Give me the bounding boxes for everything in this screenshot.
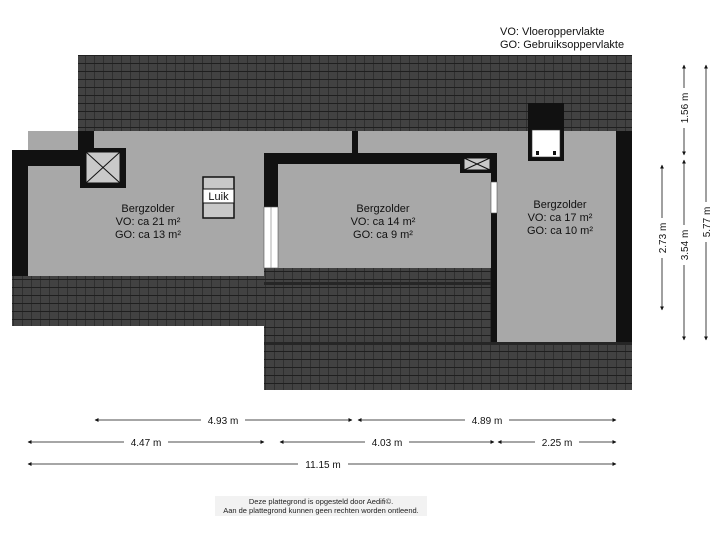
roof-eave-line — [264, 342, 632, 345]
roof-left-bottom — [12, 276, 264, 326]
room-right-name: Bergzolder — [533, 199, 587, 211]
footer-line-2: Aan de plattegrond kunnen geen rechten w… — [223, 506, 419, 515]
shafts — [80, 148, 496, 188]
doors — [263, 181, 498, 269]
room-middle: Bergzolder VO: ca 14 m² GO: ca 9 m² — [351, 203, 416, 241]
dim-label-11-15: 11.15 m — [305, 460, 340, 471]
dim-label-1-56: 1.56 m — [680, 93, 691, 124]
floor-middle — [278, 164, 492, 268]
dim-label-2-73: 2.73 m — [658, 223, 669, 254]
room-right-go: GO: ca 10 m² — [527, 225, 593, 237]
roof-middle-bottom — [264, 268, 496, 390]
wall-corridor-divider — [352, 131, 358, 153]
legend-go: GO: Gebruiksoppervlakte — [500, 39, 625, 51]
room-middle-name: Bergzolder — [356, 203, 410, 215]
legend: VO: Vloeroppervlakte GO: Gebruiksoppervl… — [500, 26, 624, 52]
wall-middle-right — [491, 153, 497, 342]
hatch-label: Luik — [208, 191, 229, 203]
roof-right-bottom — [496, 342, 632, 390]
room-right: Bergzolder VO: ca 17 m² GO: ca 10 m² — [527, 199, 593, 237]
skylight — [528, 103, 564, 161]
room-middle-go: GO: ca 9 m² — [353, 229, 413, 241]
dim-label-3-54: 3.54 m — [680, 230, 691, 261]
room-labels: Bergzolder VO: ca 21 m² GO: ca 13 m² Ber… — [115, 199, 593, 241]
dim-label-4-47: 4.47 m — [131, 438, 162, 449]
vertical-dimension-labels: 1.56 m 2.73 m 3.54 m 5.77 m — [656, 88, 713, 265]
wall-left — [12, 150, 28, 276]
footer-line-1: Deze plattegrond is opgesteld door Aedif… — [248, 497, 394, 506]
room-left-name: Bergzolder — [121, 203, 175, 215]
roof-ridge-line — [264, 282, 632, 285]
legend-vo: VO: Vloeroppervlakte — [500, 26, 605, 38]
wall-middle-top — [264, 153, 496, 164]
dim-label-4-93: 4.93 m — [208, 416, 239, 427]
floor-right — [496, 131, 616, 342]
room-left-vo: VO: ca 21 m² — [116, 216, 181, 228]
room-middle-vo: VO: ca 14 m² — [351, 216, 416, 228]
horizontal-dimension-labels: 4.93 m 4.89 m 4.47 m 4.03 m 2.25 m 11.15… — [124, 414, 579, 471]
room-left-go: GO: ca 13 m² — [115, 229, 181, 241]
dim-label-5-77: 5.77 m — [702, 207, 713, 238]
dim-label-2-25: 2.25 m — [542, 438, 573, 449]
door-right — [490, 181, 498, 214]
wall-left-top — [12, 150, 80, 166]
wall-right — [616, 131, 632, 342]
footer-disclaimer: Deze plattegrond is opgesteld door Aedif… — [215, 496, 427, 516]
room-left: Bergzolder VO: ca 21 m² GO: ca 13 m² — [115, 203, 181, 241]
room-right-vo: VO: ca 17 m² — [528, 212, 593, 224]
hatch: Luik — [202, 176, 235, 219]
horizontal-dimensions — [27, 418, 617, 466]
dim-label-4-03: 4.03 m — [372, 438, 403, 449]
dim-label-4-89: 4.89 m — [472, 416, 503, 427]
